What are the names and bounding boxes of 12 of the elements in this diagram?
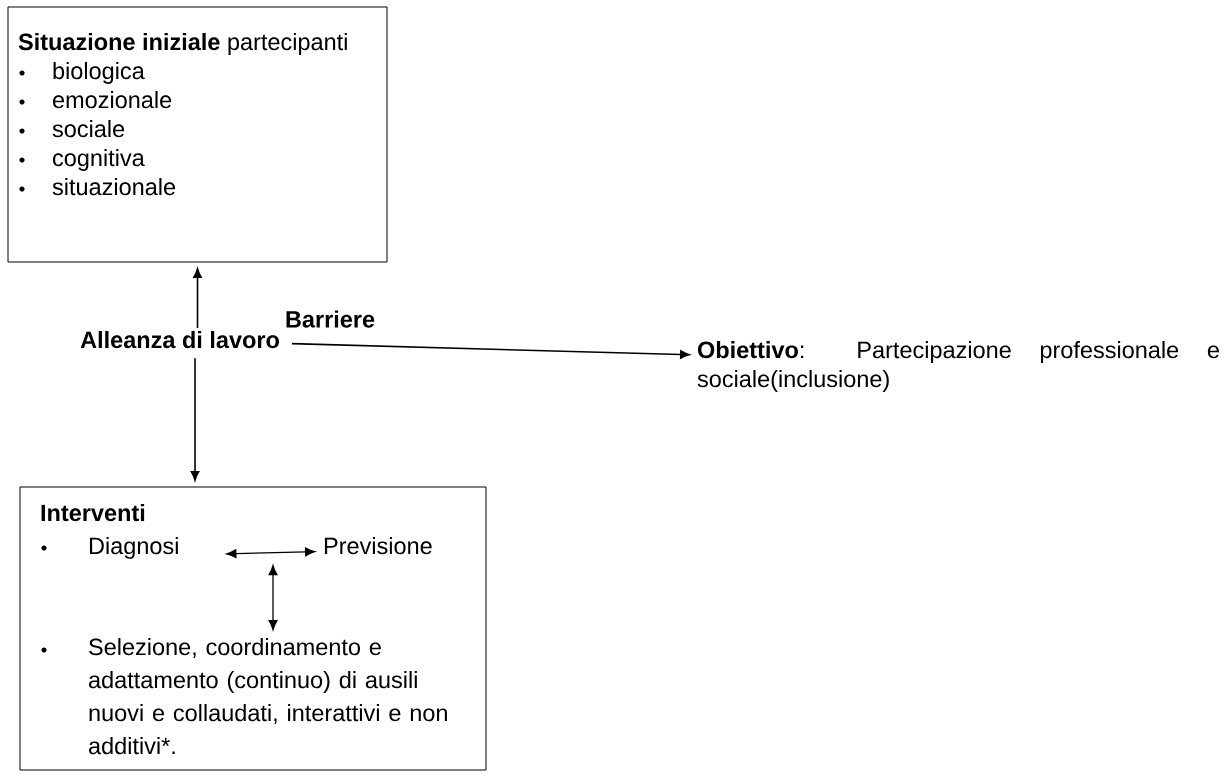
text-box: Situazione iniziale partecipanti biologica emozionale sociale cognitiva situazionale (7, 6, 388, 263)
arrow (291, 342, 690, 359)
list-item: Selezione, coordinamento e adattamento (continuo) di ausili nuovi e collaudati, interattivi e non additivi*. (89, 638, 447, 755)
edge-label: Barriere (283, 309, 377, 329)
list-item: Diagnosi (89, 537, 178, 559)
arrow (190, 357, 200, 481)
text-label: Alleanza di lavoro (80, 331, 279, 349)
arrow (193, 268, 202, 329)
list-item: Previsione (324, 537, 432, 555)
arrow (226, 547, 316, 559)
arrow (268, 565, 278, 631)
text-label: Obiettivo: Partecipazione professionale e sociale(inclusione) (697, 341, 1219, 392)
